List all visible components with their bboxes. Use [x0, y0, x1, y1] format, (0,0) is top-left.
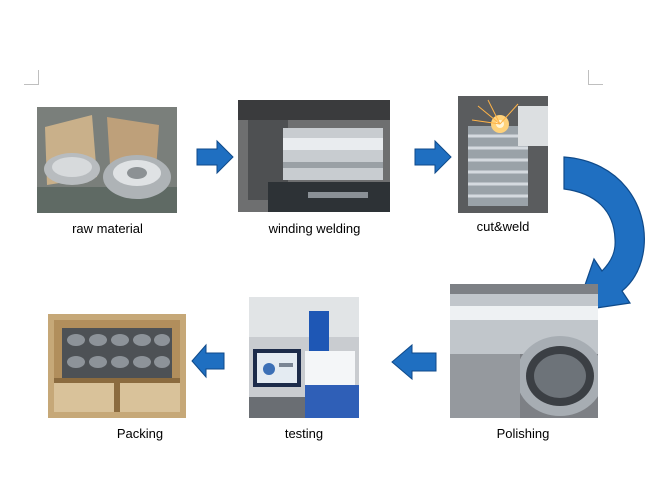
step-label-winding-welding: winding welding — [268, 221, 361, 236]
page-corner-mark-top-right — [588, 70, 603, 85]
step-label-cut-and-weld: cut&weld — [476, 219, 530, 234]
step-label-testing: testing — [284, 426, 324, 441]
curved-arrow-down-icon — [563, 156, 645, 312]
arrow-left-icon — [191, 343, 225, 379]
photo-raw-material — [37, 107, 177, 213]
photo-packing — [48, 314, 186, 418]
step-label-raw-material: raw material — [72, 221, 143, 236]
photo-testing — [249, 297, 359, 418]
photo-cut-and-weld — [458, 96, 548, 213]
photo-polishing — [450, 284, 598, 418]
page-corner-mark-top-left — [24, 70, 39, 85]
arrow-left-icon — [391, 343, 437, 381]
arrow-right-icon — [196, 139, 234, 175]
step-label-packing: Packing — [116, 426, 164, 441]
arrow-right-icon — [414, 139, 452, 175]
photo-winding-welding — [238, 100, 390, 212]
step-label-polishing: Polishing — [496, 426, 550, 441]
